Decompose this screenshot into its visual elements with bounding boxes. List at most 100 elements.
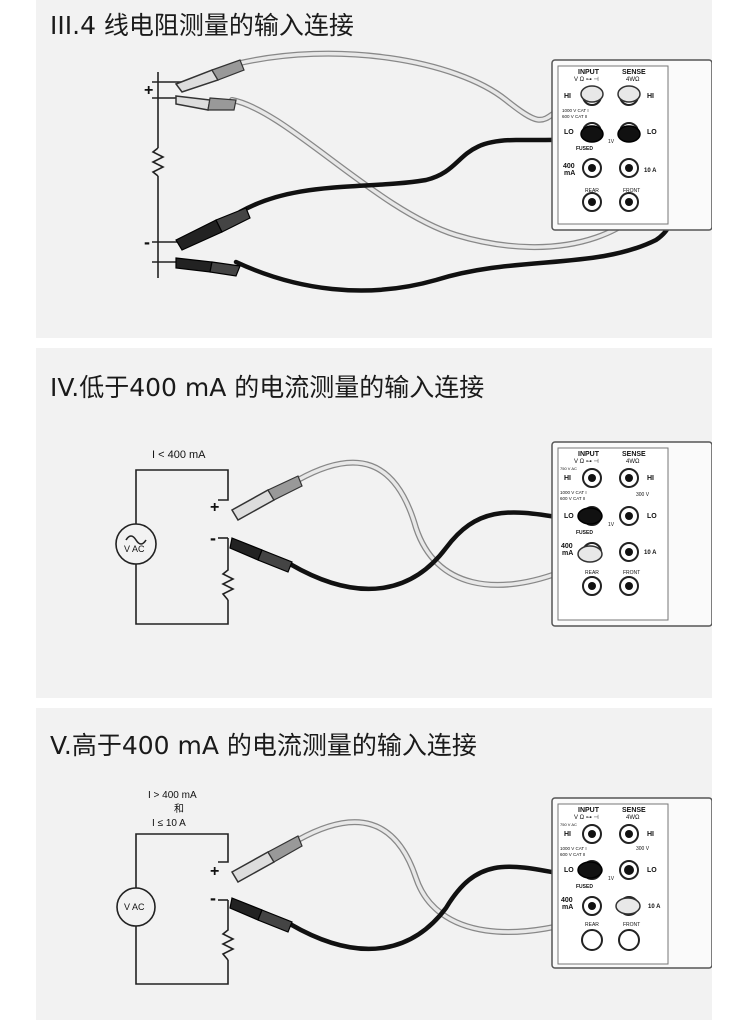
meter-input-label: INPUT: [578, 69, 600, 76]
meter-sense-sub: 4WΩ: [626, 77, 640, 83]
jack-rear: [581, 929, 603, 951]
minus-terminal-label: -: [144, 232, 150, 252]
meter-cat2: 600 V CAT II: [562, 114, 587, 119]
meter-hi-label: HI: [564, 475, 571, 482]
meter-rear-label: REAR: [585, 188, 599, 194]
plug-input-lo: [580, 125, 604, 143]
meter-sense-label: SENSE: [622, 807, 646, 814]
meter-400-label: 400: [561, 897, 573, 904]
source-circuit: [115, 469, 235, 625]
test-leads: [287, 459, 569, 592]
plus-terminal-label: +: [210, 499, 219, 516]
probe-red: [230, 475, 303, 522]
panel-current-low: IV.低于400 mA 的电流测量的输入连接 I < 400 mA V AC +…: [36, 348, 712, 698]
diagram-current-low: I < 400 mA V AC + - INPUT: [115, 441, 712, 627]
meter-input-sub: V Ω ⊶ ⊣: [574, 458, 599, 465]
meter-fused-label: FUSED: [576, 146, 593, 152]
meter-1v-label: 1V: [608, 522, 615, 528]
meter-input-sub: V Ω ⊶ ⊣: [574, 814, 599, 821]
plug-10a: [615, 897, 641, 915]
test-leads: [287, 819, 619, 952]
meter-max-label: 750 V AC: [560, 822, 577, 827]
vac-label: V AC: [124, 544, 145, 554]
probe-red-1: [174, 59, 245, 93]
meter-ma-label: mA: [564, 170, 575, 177]
plug-400ma: [577, 545, 603, 563]
plus-terminal-label: +: [144, 82, 153, 99]
source-current-label-2: 和: [174, 803, 184, 815]
meter-fused-label: FUSED: [576, 530, 593, 536]
meter-sense-lo-label: LO: [647, 129, 657, 136]
meter-10a-label: 10 A: [644, 168, 657, 174]
minus-terminal-label: -: [210, 888, 216, 908]
probe-black: [229, 897, 293, 933]
meter-sense-lo-label: LO: [647, 513, 657, 520]
source-current-label: I < 400 mA: [152, 449, 206, 461]
meter-400-label: 400: [563, 163, 575, 170]
meter-hi-label: HI: [564, 831, 571, 838]
meter-rear-label: REAR: [585, 570, 599, 576]
meter-front-label: FRONT: [623, 570, 640, 576]
meter-fused-label: FUSED: [576, 884, 593, 890]
meter-300v-label: 300 V: [636, 492, 650, 498]
panel-4wire-resistance: III.4 线电阻测量的输入连接 + -: [36, 0, 712, 338]
meter-ma-label: mA: [562, 550, 573, 557]
meter-sense-lo-label: LO: [647, 867, 657, 874]
probe-red-2: [175, 95, 237, 111]
source-current-label-1: I > 400 mA: [148, 790, 197, 801]
meter-front-panel: INPUT SENSE V Ω ⊶ ⊣ 4WΩ 750 V AC HI HI 1…: [551, 441, 712, 627]
meter-max-label: 750 V AC: [560, 466, 577, 471]
panel-current-high: V.高于400 mA 的电流测量的输入连接 I > 400 mA 和 I ≤ 1…: [36, 708, 712, 1020]
probe-black: [229, 537, 293, 573]
meter-front-panel: INPUT SENSE V Ω ⊶ ⊣ 4WΩ HI HI 1000 V CAT…: [551, 59, 712, 231]
plug-input-lo: [577, 861, 603, 879]
meter-cat1: 1000 V CAT I: [560, 846, 587, 851]
jack-front: [618, 929, 640, 951]
meter-400-label: 400: [561, 543, 573, 550]
probe-black-1: [175, 207, 251, 251]
meter-300v-label: 300 V: [636, 846, 650, 852]
meter-rear-label: REAR: [585, 922, 599, 928]
meter-hi-label: HI: [564, 93, 571, 100]
diagram-4wire-resistance: + -: [144, 50, 712, 293]
meter-10a-label: 10 A: [644, 550, 657, 556]
plug-sense-lo: [617, 125, 641, 143]
diagram-current-high: I > 400 mA 和 I ≤ 10 A V AC + -: [116, 790, 712, 985]
plug-sense-hi: [617, 85, 641, 103]
minus-terminal-label: -: [210, 528, 216, 548]
meter-sense-label: SENSE: [622, 451, 646, 458]
panel-title: IV.低于400 mA 的电流测量的输入连接: [50, 373, 485, 402]
meter-input-label: INPUT: [578, 451, 600, 458]
meter-1v-label: 1V: [608, 139, 615, 145]
meter-sense-hi-label: HI: [647, 93, 654, 100]
meter-front-panel: INPUT SENSE V Ω ⊶ ⊣ 4WΩ 750 V AC HI HI 1…: [551, 797, 712, 969]
panel-title: III.4 线电阻测量的输入连接: [50, 11, 354, 40]
meter-input-sub: V Ω ⊶ ⊣: [574, 76, 599, 83]
meter-sense-label: SENSE: [622, 69, 646, 76]
meter-front-label: FRONT: [623, 188, 640, 194]
meter-cat2: 600 V CAT II: [560, 852, 585, 857]
meter-front-label: FRONT: [623, 922, 640, 928]
plug-input-hi: [580, 85, 604, 103]
meter-sense-hi-label: HI: [647, 475, 654, 482]
meter-cat1: 1000 V CAT I: [562, 108, 589, 113]
probe-black-2: [175, 257, 241, 277]
plus-terminal-label: +: [210, 863, 219, 880]
meter-lo-label: LO: [564, 129, 574, 136]
meter-1v-label: 1V: [608, 876, 615, 882]
meter-sense-sub: 4WΩ: [626, 815, 640, 821]
probe-red: [230, 835, 303, 884]
meter-sense-hi-label: HI: [647, 831, 654, 838]
meter-10a-label: 10 A: [648, 904, 661, 910]
meter-cat1: 1000 V CAT I: [560, 490, 587, 495]
meter-cat2: 600 V CAT II: [560, 496, 585, 501]
plug-input-lo: [577, 507, 603, 525]
source-current-label-3: I ≤ 10 A: [152, 818, 186, 829]
meter-sense-sub: 4WΩ: [626, 459, 640, 465]
meter-lo-label: LO: [564, 867, 574, 874]
meter-input-label: INPUT: [578, 807, 600, 814]
meter-lo-label: LO: [564, 513, 574, 520]
panel-title: V.高于400 mA 的电流测量的输入连接: [50, 731, 477, 760]
source-circuit: [116, 833, 235, 985]
meter-ma-label: mA: [562, 904, 573, 911]
